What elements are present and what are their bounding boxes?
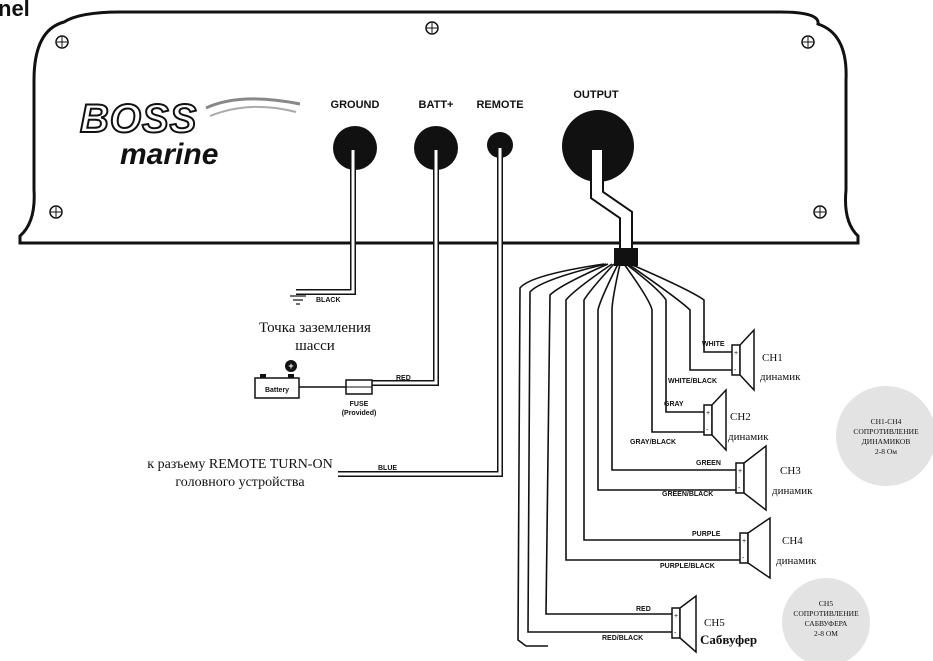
screw-icon-top-left <box>55 35 69 49</box>
remote-wire <box>338 148 503 477</box>
svg-text:ДИНАМИКОВ: ДИНАМИКОВ <box>862 437 911 446</box>
ch1-name: CH1 <box>762 352 783 364</box>
svg-text:+: + <box>738 468 742 475</box>
svg-text:-: - <box>706 427 709 434</box>
screw-icon-bottom-left <box>49 205 63 219</box>
ch4-neg-label: PURPLE/BLACK <box>660 563 715 570</box>
svg-text:-: - <box>742 555 745 562</box>
svg-text:-: - <box>674 630 677 637</box>
svg-text:САБВУФЕРА: САБВУФЕРА <box>805 619 848 628</box>
speaker-icon-ch4: +- <box>739 516 771 580</box>
screw-icon-top-right <box>801 35 815 49</box>
ch5-desc: Сабвуфер <box>700 632 757 647</box>
ch5-neg-label: RED/BLACK <box>602 635 643 642</box>
ground-terminal <box>333 126 377 170</box>
blue-wire-label: BLUE <box>378 465 397 472</box>
svg-text:+: + <box>674 613 678 620</box>
battery-icon: + <box>254 360 300 399</box>
remote-terminal-label: REMOTE <box>476 99 523 111</box>
ch3-name: CH3 <box>780 465 801 477</box>
svg-text:CH5: CH5 <box>819 599 833 608</box>
remote-turn-on-text-1: к разъему REMOTE TURN-ON <box>147 457 332 472</box>
svg-text:СОПРОТИВЛЕНИЕ: СОПРОТИВЛЕНИЕ <box>853 427 919 436</box>
output-trunk <box>590 150 638 266</box>
ch1-neg-label: WHITE/BLACK <box>668 378 717 385</box>
batt-terminal <box>414 126 458 170</box>
ch2-pos-label: GRAY <box>664 401 684 408</box>
screw-icon-bottom-right <box>813 205 827 219</box>
svg-text:+: + <box>288 361 293 371</box>
speaker-icon-ch1: +- <box>731 328 755 392</box>
ch3-pos-label: GREEN <box>696 460 721 467</box>
ch2-name: CH2 <box>730 411 751 423</box>
screw-icon-top-center <box>425 21 439 35</box>
svg-text:marine: marine <box>120 138 218 171</box>
ground-point-text-1: Точка заземления <box>259 320 371 336</box>
ch4-name: CH4 <box>782 535 803 547</box>
remote-terminal <box>487 132 513 158</box>
output-terminal <box>562 110 634 182</box>
fuse-icon <box>345 379 373 395</box>
ch5-pos-label: RED <box>636 606 651 613</box>
impedance-note-ch5: CH5 СОПРОТИВЛЕНИЕ САБВУФЕРА 2-8 ОМ <box>782 578 870 661</box>
ch3-neg-label: GREEN/BLACK <box>662 491 713 498</box>
svg-text:+: + <box>742 538 746 545</box>
fuse-label: FUSE <box>350 401 369 408</box>
speaker-icon-ch5: +- <box>671 594 697 654</box>
speaker-icon-ch3: +- <box>735 444 767 512</box>
ch1-desc: динамик <box>760 371 801 383</box>
svg-text:+: + <box>734 350 738 357</box>
boss-marine-logo: BOSS marine <box>79 96 301 171</box>
ch2-neg-label: GRAY/BLACK <box>630 439 676 446</box>
ch3-desc: динамик <box>772 485 813 497</box>
ground-wire <box>296 150 356 295</box>
svg-text:-: - <box>738 485 741 492</box>
black-wire-label: BLACK <box>316 297 341 304</box>
speaker-icon-ch2: +- <box>703 388 727 452</box>
batt-terminal-label: BATT+ <box>419 99 454 111</box>
svg-text:2-8 ОМ: 2-8 ОМ <box>814 629 838 638</box>
battery-label: Battery <box>265 387 289 394</box>
impedance-note-ch1-4: CH1-CH4 СОПРОТИВЛЕНИЕ ДИНАМИКОВ 2-8 Ом <box>836 386 933 486</box>
header-title-fragment: nel <box>0 0 30 21</box>
ground-point-text-2: шасси <box>295 338 335 354</box>
ch2-desc: динамик <box>728 431 769 443</box>
ch5-name: CH5 <box>704 617 725 629</box>
fuse-note: (Provided) <box>342 410 377 417</box>
speaker-wires <box>517 263 740 647</box>
svg-text:CH1-CH4: CH1-CH4 <box>871 417 902 426</box>
ch4-desc: динамик <box>776 555 817 567</box>
svg-text:2-8 Ом: 2-8 Ом <box>875 447 897 456</box>
svg-text:-: - <box>734 367 737 374</box>
ground-terminal-label: GROUND <box>331 99 380 111</box>
svg-text:BOSS: BOSS <box>80 97 197 141</box>
ground-symbol-icon <box>290 295 306 305</box>
remote-turn-on-text-2: головного устройства <box>175 475 305 490</box>
output-terminal-label: OUTPUT <box>573 89 619 101</box>
svg-text:СОПРОТИВЛЕНИЕ: СОПРОТИВЛЕНИЕ <box>793 609 859 618</box>
svg-text:+: + <box>706 410 710 417</box>
ch4-pos-label: PURPLE <box>692 531 721 538</box>
ch1-pos-label: WHITE <box>702 341 725 348</box>
red-wire-label: RED <box>396 375 411 382</box>
